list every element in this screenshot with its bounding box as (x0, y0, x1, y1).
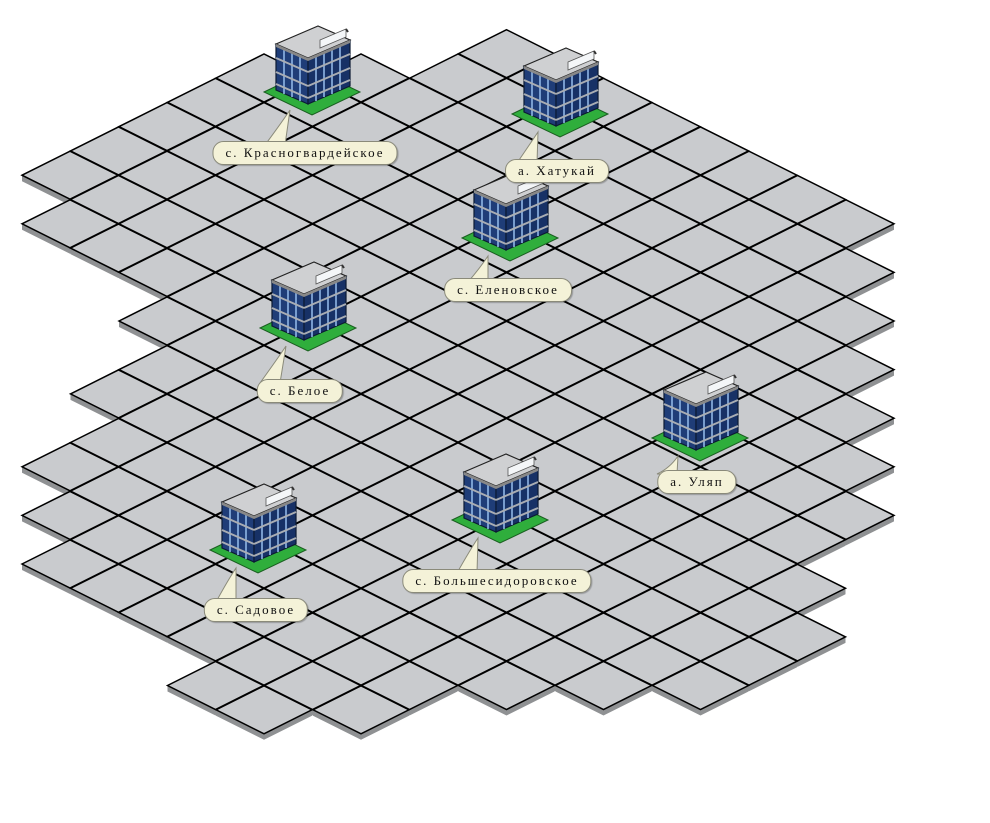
callout-tail (215, 566, 237, 603)
map-tile (650, 660, 751, 716)
settlement-label[interactable]: с. Садовое (203, 598, 309, 622)
map-tile (553, 660, 654, 716)
callout-tail (259, 345, 287, 384)
callout-tail (264, 109, 291, 146)
map-tile (311, 684, 411, 740)
map-tile (456, 660, 557, 716)
settlement-label[interactable]: а. Уляп (657, 470, 737, 494)
callout-tail (516, 130, 539, 164)
settlement-label[interactable]: с. Красногвардейское (212, 141, 398, 165)
callout-tail (456, 536, 479, 574)
settlement-label[interactable]: с. Белое (256, 379, 344, 403)
settlement-label[interactable]: с. Большесидоровское (402, 569, 592, 593)
settlement-label[interactable]: с. Еленовское (444, 278, 572, 302)
settlement-label[interactable]: а. Хатукай (505, 159, 609, 183)
